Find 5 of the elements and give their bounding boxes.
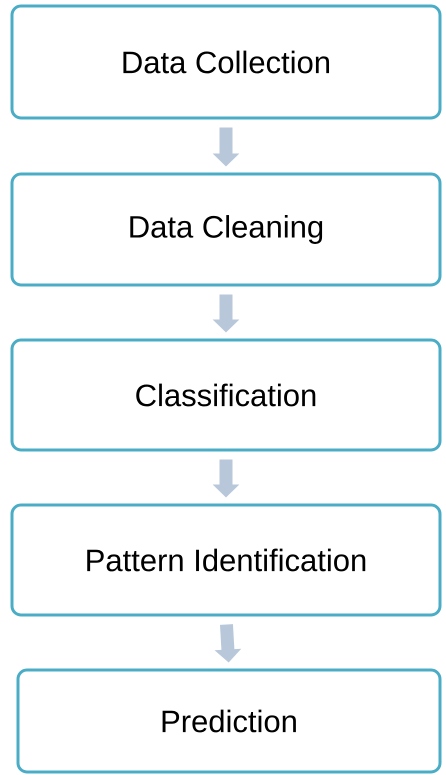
process-box: Prediction: [16, 668, 442, 774]
process-box: Classification: [10, 338, 442, 452]
process-box: Data Collection: [10, 4, 442, 120]
process-box: Pattern Identification: [10, 504, 442, 616]
process-box: Data Cleaning: [10, 172, 442, 286]
